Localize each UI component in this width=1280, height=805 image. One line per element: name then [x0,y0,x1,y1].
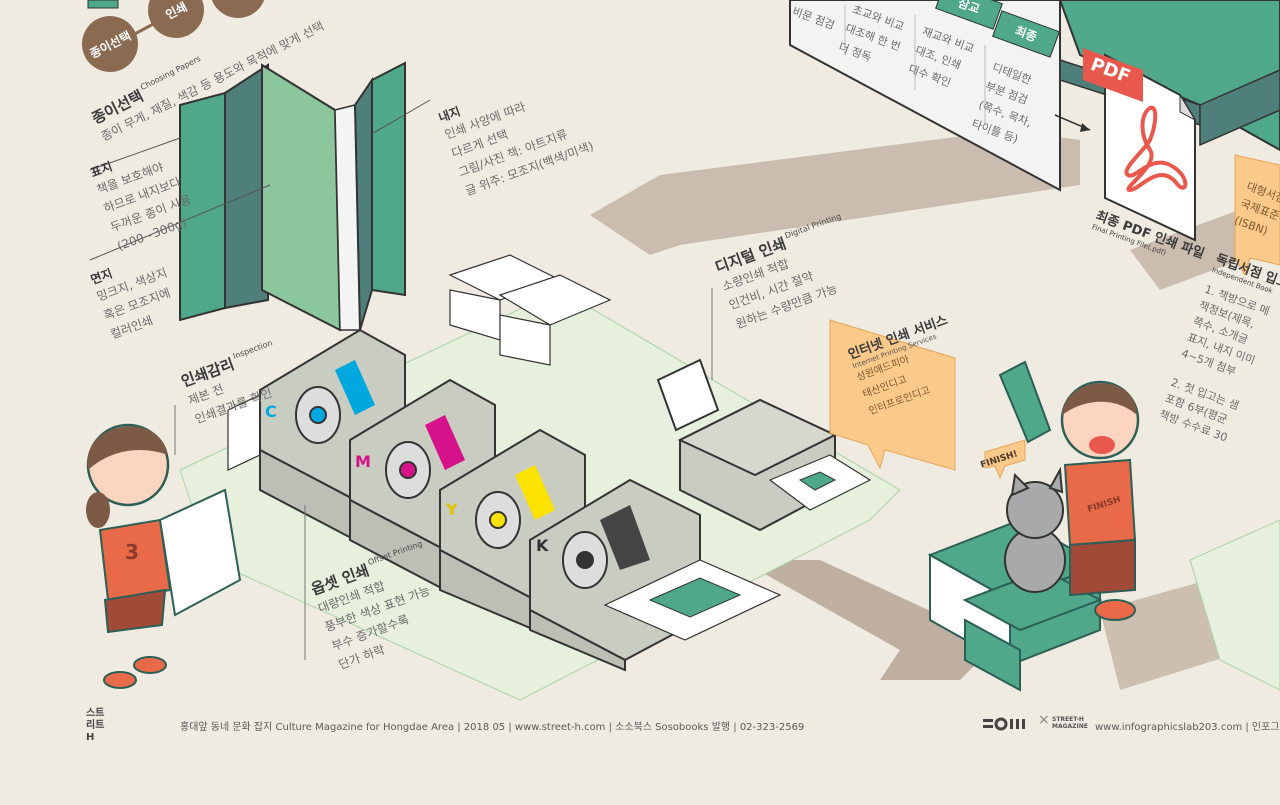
offset-press [259,328,782,672]
girl-illustration [86,423,242,689]
street-h-magazine-logo: STREET-H MAGAZINE [1052,716,1088,730]
cmyk-label-y: Y [446,500,458,519]
footer-website[interactable]: www.infographicslab203.com | 인포그래 [1095,722,1280,733]
flow-arrow-lower [740,560,1000,680]
pdf-document-icon [1054,48,1197,242]
street-h-logo: 스트리트H [86,708,105,743]
boy-illustration [998,360,1140,621]
paper-stacks [227,254,612,471]
right-floor [1189,519,1280,691]
paper-booklet-illustration [89,61,431,332]
cat-illustration [1004,466,1066,593]
girl-shirt-number: 3 [125,540,139,564]
cmyk-label-c: C [265,402,277,421]
lab-logo-icon [983,717,1025,731]
cmyk-label-k: K [536,536,549,555]
cmyk-label-m: M [355,452,371,471]
step-label: 인쇄 [163,0,190,22]
infographics-lab-logo [983,716,1033,735]
footer-info: 홍대앞 동네 문화 잡지 Culture Magazine for Hongda… [180,722,805,733]
step-circle-next [210,0,266,18]
flow-arrow-upper [590,130,1080,255]
step-label: 종이선택 [87,28,134,61]
digital-printer [656,358,872,532]
cross-icon: × [1038,712,1050,728]
